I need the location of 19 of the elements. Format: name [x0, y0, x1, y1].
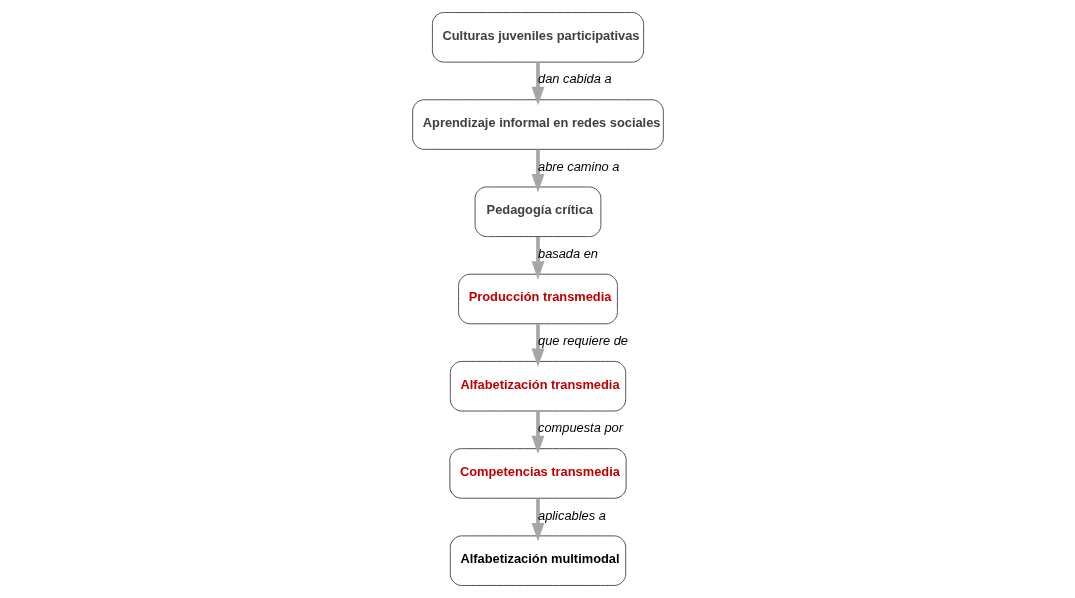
edge-label: compuesta por: [537, 420, 623, 436]
arrow: [531, 411, 544, 455]
node-box: Alfabetización multimodal: [449, 535, 626, 586]
arrow: [531, 498, 544, 542]
node-box: Aprendizaje informal en redes sociales: [411, 99, 664, 150]
arrow: [531, 149, 544, 193]
node-box: Producción transmedia: [457, 273, 618, 325]
edge-label: aplicables a: [537, 507, 606, 523]
node-box: Competencias transmedia: [448, 448, 627, 499]
edge-label: basada en: [537, 245, 598, 261]
edge-label: que requiere de: [537, 333, 628, 349]
arrow: [531, 236, 544, 280]
node-box: Culturas juveniles participativas: [431, 12, 644, 63]
edge-label: abre camino a: [537, 158, 619, 174]
arrow: [531, 62, 544, 106]
node-box: Alfabetización transmedia: [449, 360, 626, 412]
arrow: [531, 324, 544, 367]
node-box: Pedagogía crítica: [474, 186, 601, 238]
edge-label: dan cabida a: [537, 71, 612, 87]
